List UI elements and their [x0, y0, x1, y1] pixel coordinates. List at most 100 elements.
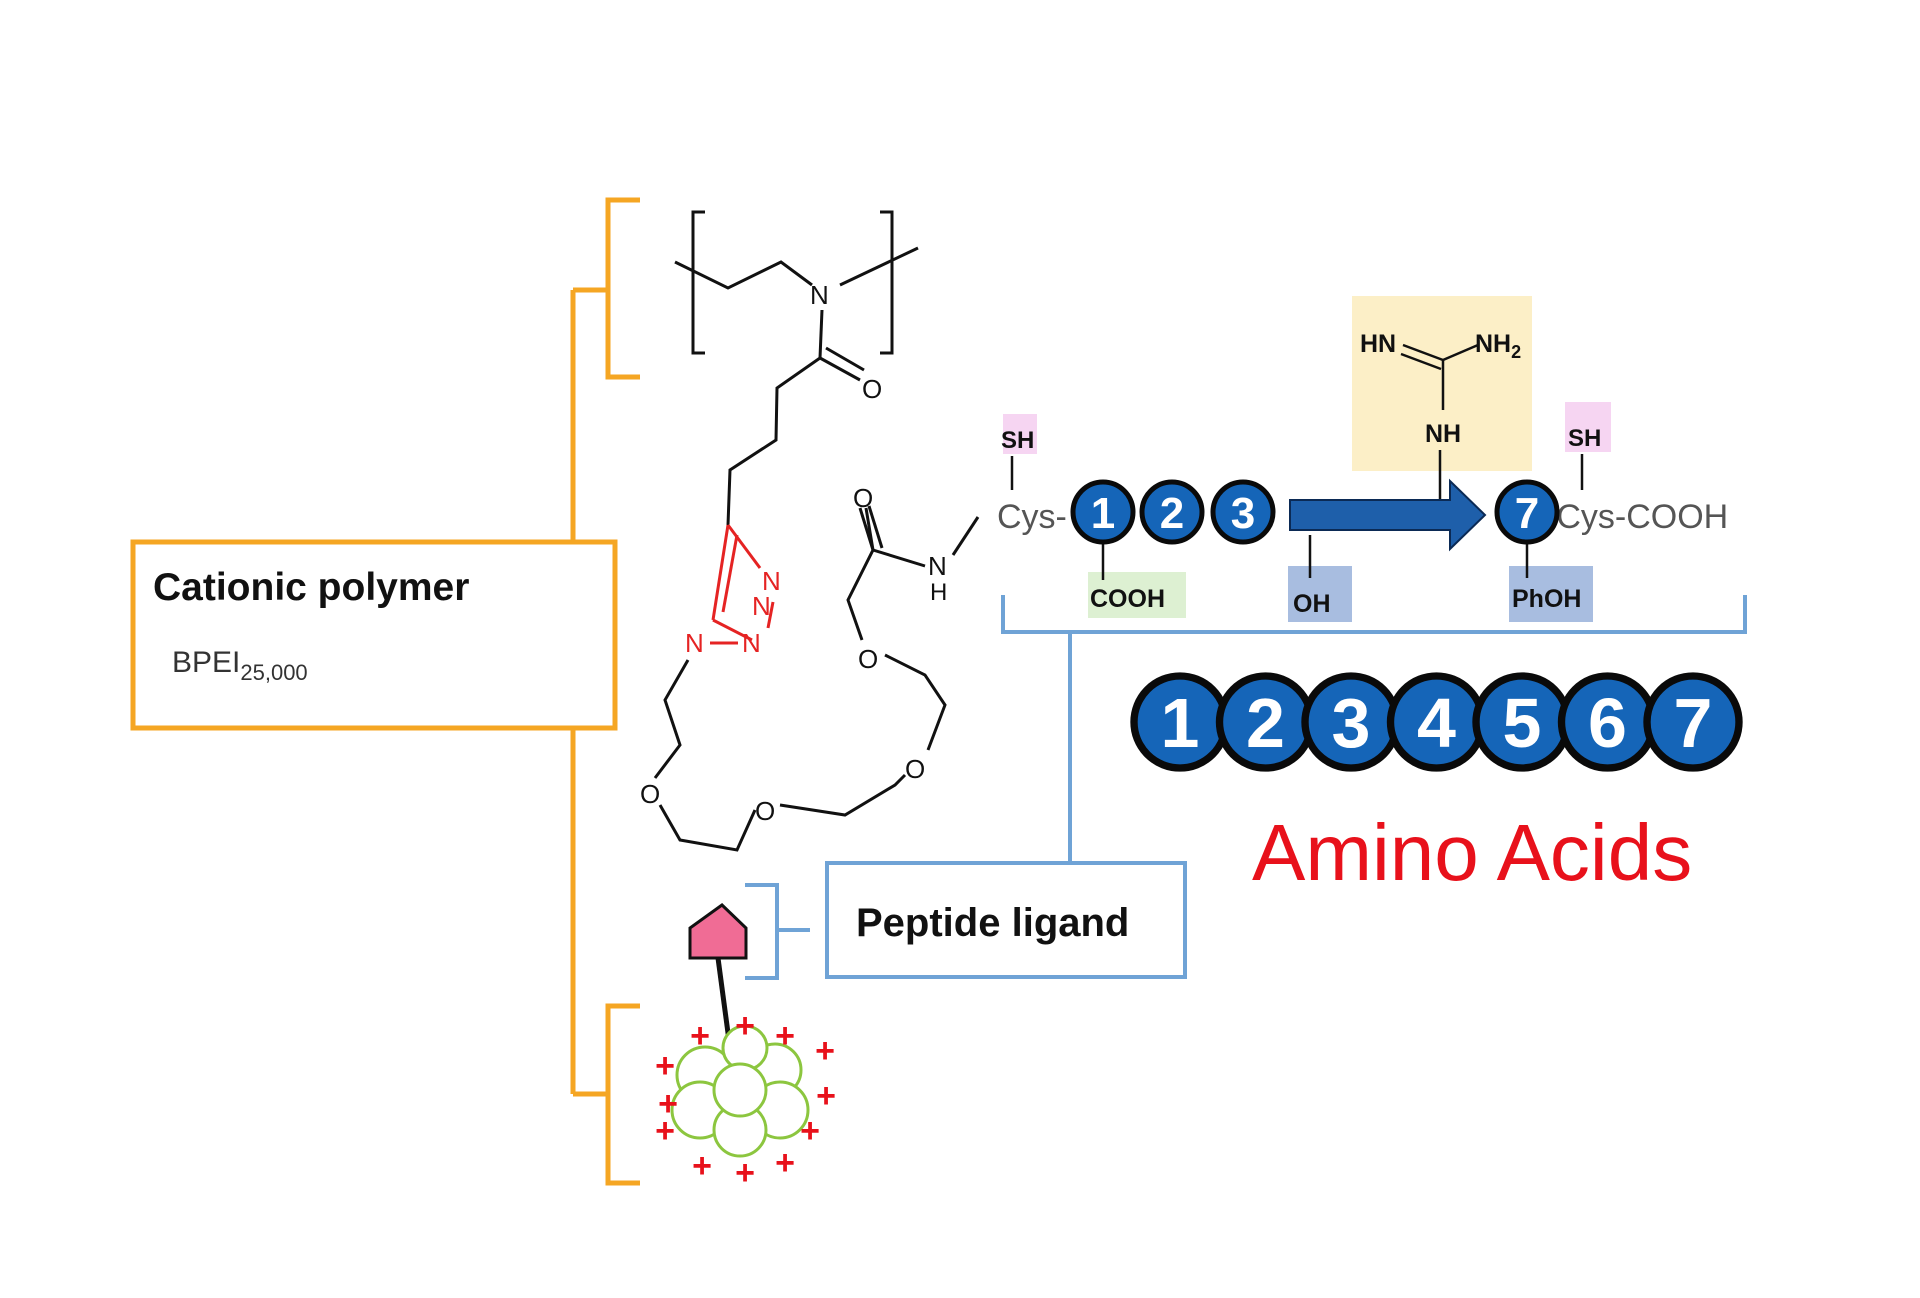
bottom-bracket — [605, 1003, 640, 1186]
sh-left-label: SH — [1001, 427, 1034, 454]
amide-carbonyl-o: O — [853, 483, 873, 513]
triazole-bond-3 — [711, 524, 730, 621]
amino-acid-bead-2: 2 — [1215, 672, 1316, 772]
alkyl-chain — [726, 356, 821, 526]
positive-charge: + — [816, 1077, 836, 1115]
triazole-n2: N — [752, 591, 771, 621]
guanidine-nh2-main: NH — [1475, 330, 1511, 358]
amino-acid-bead-4: 4 — [1386, 672, 1487, 772]
peptide-ligand-title: Peptide ligand — [856, 901, 1129, 945]
amino-acid-bead-3: 3 — [1301, 672, 1401, 772]
cys-left-label: Cys- — [997, 498, 1067, 536]
ether-o-1: O — [858, 644, 878, 674]
amino-acid-bead-7-number: 7 — [1674, 684, 1713, 762]
triazole-bond-4 — [721, 534, 739, 613]
ether-o-4: O — [640, 779, 660, 809]
chain-bead-3: 3 — [1210, 479, 1276, 545]
carbonyl-co-1 — [819, 356, 861, 382]
amino-acid-bead-1-number: 1 — [1161, 684, 1200, 762]
peg-bottom-chain — [658, 804, 757, 852]
peptide-chain-bracket — [1001, 595, 1747, 634]
peg-right-chain — [884, 653, 947, 751]
sh-right-label: SH — [1568, 425, 1601, 452]
guanidine-c-n-1b — [1400, 352, 1442, 371]
pentagon-bracket — [745, 883, 779, 980]
positive-charge: + — [800, 1112, 820, 1150]
polymer-right-bracket — [880, 210, 894, 355]
sh-right-highlight — [1565, 402, 1611, 452]
cationic-polymer-title: Cationic polymer — [153, 566, 469, 609]
guanidine-c-n-2 — [1442, 343, 1479, 362]
amide-cn-bond — [872, 548, 926, 568]
chain-bead-2-number: 2 — [1160, 489, 1184, 538]
polymer-n-right-bond — [839, 246, 919, 287]
triazole-bond-5 — [766, 601, 775, 629]
triazole-n3: N — [742, 628, 761, 658]
bpei-main: BPEI — [172, 646, 240, 679]
peg-left-chain — [653, 659, 690, 779]
ether-o-3: O — [755, 796, 775, 826]
chain-bead-2-circle — [1139, 479, 1205, 545]
blue-bracket-system — [745, 595, 1747, 980]
charges-group: ++++++++++++ — [655, 1007, 836, 1192]
triazole-n4: N — [685, 628, 704, 658]
orange-bracket-system — [130, 197, 640, 1186]
amino-acid-bead-2-number: 2 — [1246, 684, 1285, 762]
carbonyl-co-2 — [825, 346, 865, 372]
amide-co-bond-1 — [858, 507, 875, 551]
amino-acid-bead-4-number: 4 — [1417, 684, 1456, 762]
oh-side-label: OH — [1293, 590, 1331, 618]
positive-charge: + — [655, 1112, 675, 1150]
cys-right-label: -Cys-COOH — [1545, 498, 1728, 536]
cooh-side-label: COOH — [1090, 585, 1165, 613]
amino-acid-bead-6: 6 — [1557, 672, 1658, 772]
triazole-bond-1 — [726, 524, 762, 569]
amide-n-methyl-bond — [951, 516, 980, 556]
amide-h-atom: H — [930, 579, 947, 606]
cooh-highlight — [1088, 572, 1186, 618]
polymer-left-bracket — [691, 210, 705, 355]
chain-bead-7-circle — [1494, 479, 1560, 545]
positive-charge: + — [735, 1154, 755, 1192]
phoh-side-label: PhOH — [1512, 585, 1581, 613]
peg-linker — [653, 505, 980, 852]
amide-n-atom: N — [810, 280, 829, 310]
phoh-highlight — [1509, 566, 1593, 622]
peptide-chain-bonds — [1010, 343, 1584, 580]
chain-bead-7-number: 7 — [1515, 489, 1539, 538]
chain-bead-1-number: 1 — [1091, 489, 1115, 538]
bpei-label: BPEI25,000 — [172, 646, 308, 685]
positive-charge: + — [655, 1047, 675, 1085]
chain-bead-2: 2 — [1139, 479, 1205, 545]
sh-left-highlight — [1003, 414, 1037, 454]
amino-acid-bead-6-number: 6 — [1588, 684, 1627, 762]
amino-acid-bead-5-number: 5 — [1503, 684, 1542, 762]
chain-bead-7: 7 — [1494, 479, 1560, 545]
positive-charge: + — [735, 1007, 755, 1045]
amino-acid-bead-7: 7 — [1643, 672, 1743, 772]
positive-charge: + — [690, 1017, 710, 1055]
chain-bead-3-number: 3 — [1231, 489, 1255, 538]
guanidine-c-n-1 — [1402, 343, 1444, 362]
positive-charge: + — [658, 1085, 678, 1123]
polymer-repeat-unit — [674, 210, 919, 526]
amino-acid-bead-3-number: 3 — [1332, 684, 1371, 762]
guanidine-nh-label: NH — [1425, 420, 1461, 448]
chain-bead-1: 1 — [1070, 479, 1136, 545]
top-bracket — [605, 197, 640, 380]
positive-charge: + — [815, 1032, 835, 1070]
positive-charge: + — [775, 1144, 795, 1182]
chain-bead-3-circle — [1210, 479, 1276, 545]
guanidine-nh2-sub: 2 — [1511, 342, 1521, 362]
amino-acid-bead-1: 1 — [1130, 672, 1230, 772]
amino-acid-bead-7-circle — [1643, 672, 1743, 772]
chain-bead-1-circle — [1070, 479, 1136, 545]
pentagon-marker — [688, 903, 748, 960]
peg-upper-chain — [846, 507, 875, 641]
guanidine-hn-label: HN — [1360, 330, 1396, 358]
guanidine-nh2-label: NH2 — [1475, 330, 1521, 362]
